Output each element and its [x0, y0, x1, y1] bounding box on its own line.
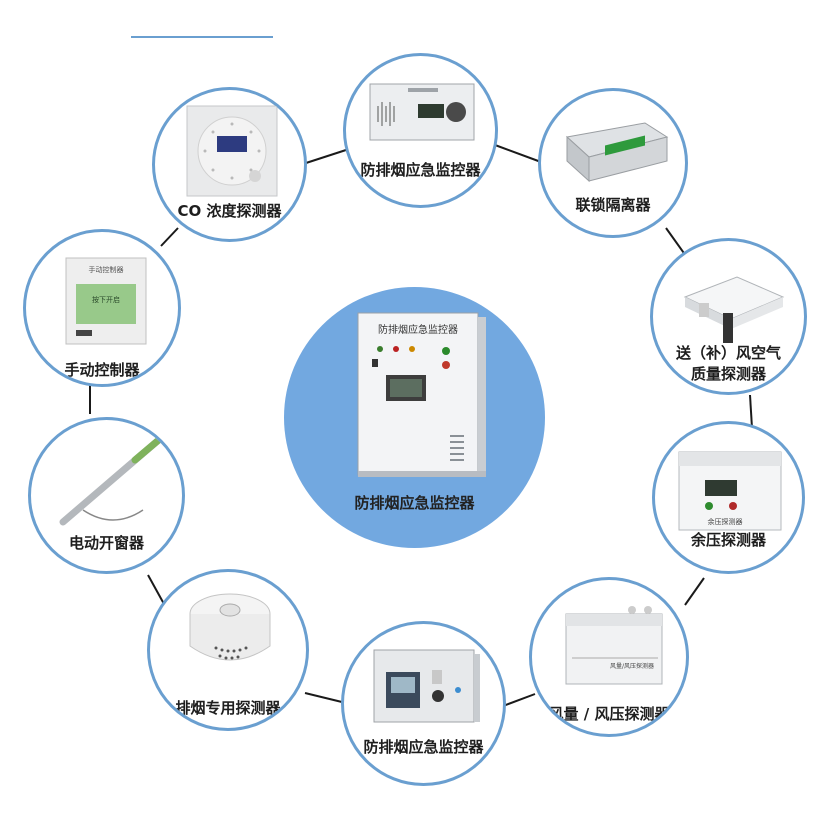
node-smoke-detector: 排烟专用探测器: [147, 569, 309, 731]
air-quality-detector-image: [683, 276, 785, 343]
node-label: 手动控制器: [64, 361, 140, 379]
node-window-opener: 电动开窗器: [28, 417, 185, 574]
node-label: 电动开窗器: [68, 534, 144, 552]
svg-text:风量/风压探测器: 风量/风压探测器: [610, 662, 654, 670]
node-label: 防排烟应急监控器: [363, 738, 484, 756]
node-label: 送（补）风空气: [675, 344, 781, 362]
node-airflow: 风量/风压探测器 风量 / 风压探测器: [529, 577, 689, 737]
airflow-detector-image: 风量/风压探测器: [565, 606, 663, 685]
isolator-image: [565, 122, 669, 183]
connector-line: [494, 144, 542, 163]
node-label: CO 浓度探测器: [177, 202, 282, 220]
co-detector-image: [186, 105, 278, 197]
window-opener-image: [59, 434, 165, 526]
node-label: 风量 / 风压探测器: [548, 705, 670, 723]
device-title: 防排烟应急监控器: [378, 323, 458, 336]
rail-monitor-image: [369, 83, 475, 141]
connector-line: [147, 574, 165, 605]
svg-text:余压探测器: 余压探测器: [708, 517, 743, 526]
node-label: 质量探测器: [690, 365, 766, 383]
svg-text:按下开启: 按下开启: [92, 295, 120, 304]
node-co-detector: CO 浓度探测器: [152, 87, 307, 242]
connector-line: [160, 227, 179, 247]
node-residual-pressure: 余压探测器 余压探测器: [652, 421, 805, 574]
connector-line: [749, 394, 753, 429]
node-isolator: 联锁隔离器: [538, 88, 688, 238]
monitor-box-image: [373, 649, 480, 723]
node-air-quality: 送（补）风空气 质量探测器: [650, 238, 807, 395]
connector-line: [502, 693, 536, 707]
svg-text:手动控制器: 手动控制器: [89, 265, 124, 274]
connector-line: [684, 577, 705, 606]
smoke-detector-image: [189, 593, 271, 661]
monitor-cabinet-image: 防排烟应急监控器: [357, 312, 486, 477]
node-manual-controller: 手动控制器 按下开启 手动控制器: [23, 229, 181, 387]
manual-controller-image: 手动控制器 按下开启: [65, 257, 147, 345]
decorative-line: [131, 36, 273, 38]
connector-line: [305, 149, 347, 164]
node-top-monitor: 防排烟应急监控器: [343, 53, 498, 208]
hub-label: 防排烟应急监控器: [354, 494, 475, 512]
pressure-detector-image: 余压探测器: [678, 451, 782, 531]
node-label: 联锁隔离器: [575, 196, 651, 214]
connector-line: [304, 692, 347, 704]
node-bottom-monitor: 防排烟应急监控器: [341, 621, 506, 786]
hub-node: 防排烟应急监控器 防排烟应急监控器: [284, 287, 545, 548]
node-label: 防排烟应急监控器: [360, 161, 481, 179]
node-label: 排烟专用探测器: [175, 699, 281, 717]
node-label: 余压探测器: [690, 531, 766, 549]
